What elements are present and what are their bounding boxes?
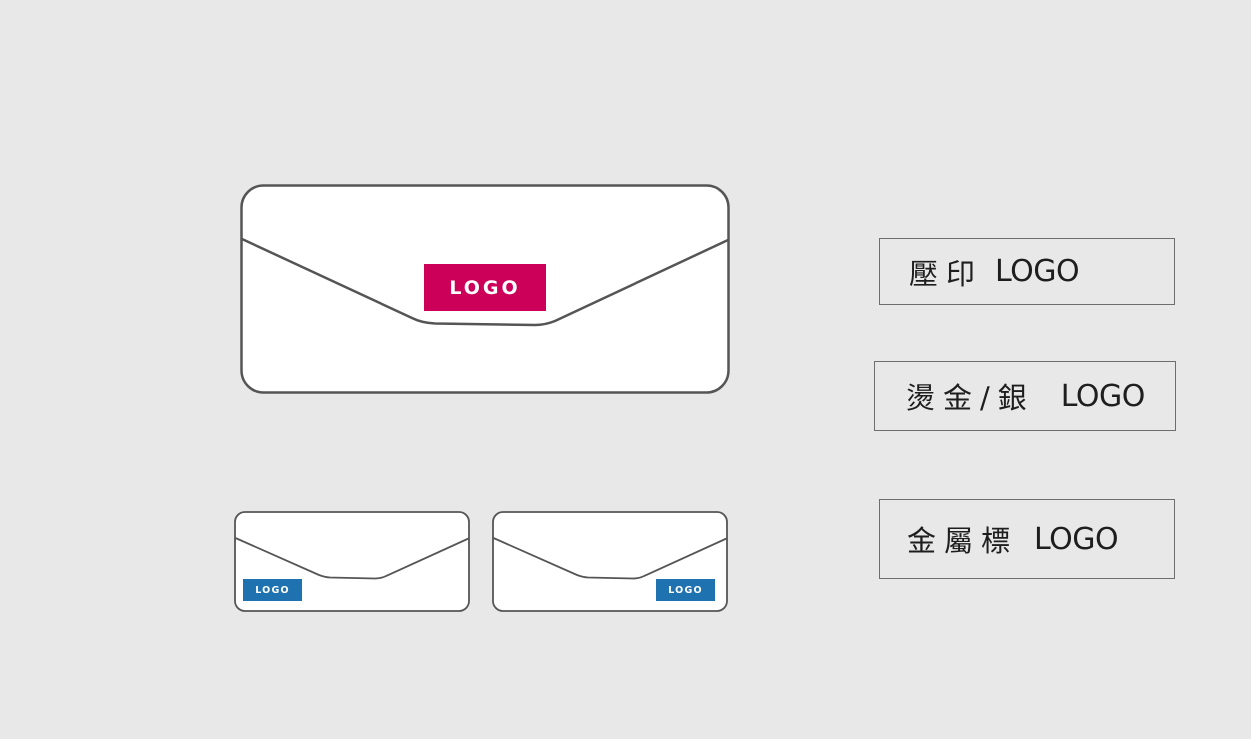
label-emboss-logo: 壓印 LOGO: [879, 238, 1175, 305]
label-metal-logo-text: LOGO: [1034, 521, 1119, 557]
logo-badge-bottom-right: LOGO: [656, 579, 715, 601]
logo-badge-bottom-left: LOGO: [243, 579, 302, 601]
label-metal-logo: 金屬標 LOGO: [879, 499, 1175, 579]
logo-badge-center: LOGO: [424, 264, 546, 311]
label-emboss-logo-text: LOGO: [995, 254, 1080, 289]
label-foil-logo-text: LOGO: [1060, 378, 1146, 414]
label-foil-text: 燙金/銀: [906, 381, 1035, 415]
envelope-large: LOGO: [240, 184, 730, 394]
envelope-small-left: LOGO: [234, 511, 470, 612]
label-metal-text: 金屬標: [907, 524, 1019, 558]
label-emboss-text: 壓印: [909, 256, 984, 291]
label-foil-logo: 燙金/銀 LOGO: [874, 361, 1176, 431]
envelope-small-right: LOGO: [492, 511, 728, 612]
